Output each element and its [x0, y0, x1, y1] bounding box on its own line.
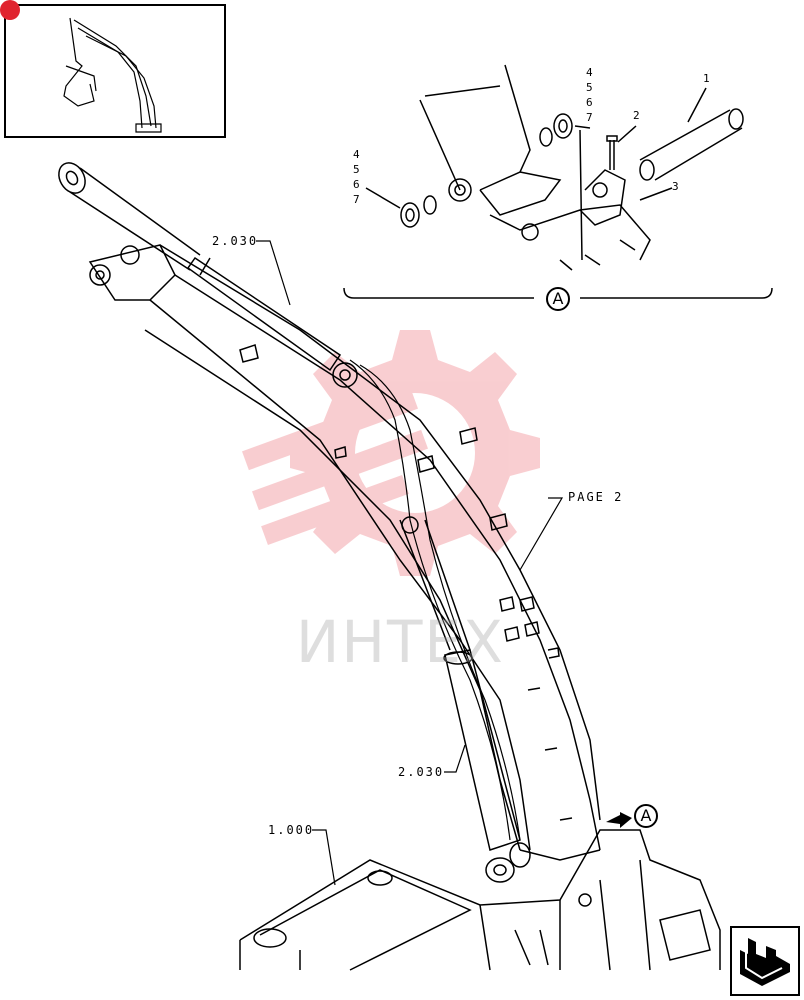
- callout-right-6: 6: [586, 96, 595, 109]
- callout-item-3: 3: [672, 180, 681, 193]
- detail-a-pointer-label: A: [634, 804, 658, 828]
- detail-a-pointer: [606, 812, 632, 828]
- callout-item-2: 2: [633, 109, 642, 122]
- reference-boom-cylinder-lower: 2.030: [398, 765, 445, 779]
- excavator-boom-thumbnail-icon: [63, 17, 162, 133]
- reference-base: 1.000: [268, 823, 315, 837]
- locator-thumbnail: [0, 0, 226, 138]
- callout-left-5: 5: [353, 163, 362, 176]
- boom-cylinder-upper: [58, 162, 342, 372]
- detail-a-drawing: [365, 64, 744, 271]
- callout-right-7: 7: [586, 111, 595, 124]
- watermark-text: ИНТЕХ: [296, 608, 505, 676]
- detail-a-bracket: [343, 287, 773, 299]
- callout-item-1: 1: [703, 72, 712, 85]
- watermark-gear-icon: [242, 330, 540, 576]
- next-page-button[interactable]: [730, 926, 800, 996]
- next-page-arrow-icon: [740, 938, 790, 986]
- reference-page-2: PAGE 2: [568, 490, 624, 504]
- boom-body: [88, 244, 601, 868]
- reference-leaders: [256, 240, 564, 886]
- detail-a-label: A: [546, 287, 570, 311]
- callout-left-6: 6: [353, 178, 362, 191]
- corner-badge-icon: [0, 0, 20, 20]
- reference-boom-cylinder-upper: 2.030: [212, 234, 259, 248]
- boom-cylinder-lower: [399, 516, 521, 883]
- callout-left-7: 7: [353, 193, 362, 206]
- callout-left-4: 4: [353, 148, 362, 161]
- callout-right-4: 4: [586, 66, 595, 79]
- callout-right-5: 5: [586, 81, 595, 94]
- base-structure: [239, 829, 721, 971]
